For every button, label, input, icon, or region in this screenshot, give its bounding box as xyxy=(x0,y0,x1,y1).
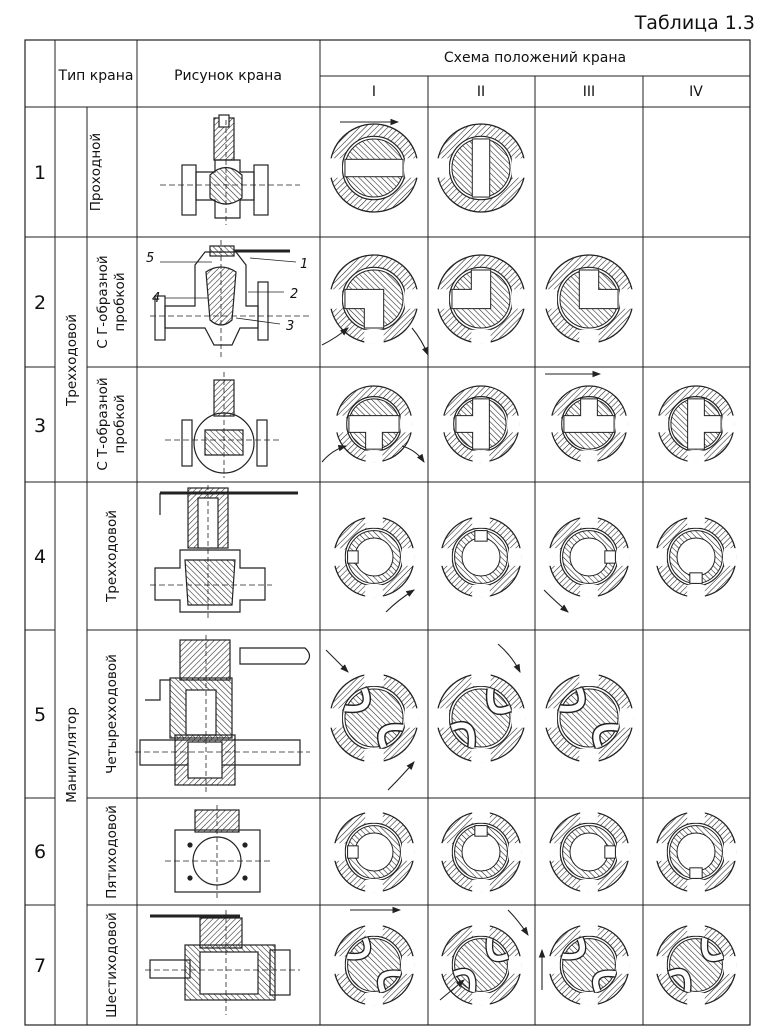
valve-drawing-three-way-manipulator xyxy=(150,485,298,620)
rotation-arrow xyxy=(439,979,465,1001)
type-label-3b: пробкой xyxy=(112,394,128,453)
callout-2: 2 xyxy=(290,287,298,302)
table-caption: Таблица 1.3 xyxy=(634,12,755,34)
valve-drawing-t-plug xyxy=(165,372,280,478)
rotation-arrow xyxy=(497,643,521,673)
type-label-5: Четырехходовой xyxy=(104,654,120,774)
valve-drawing-straight xyxy=(160,114,300,225)
header-type: Тип крана xyxy=(58,68,134,84)
valve-position-scheme xyxy=(439,810,522,893)
drawing-callouts: 5 1 2 4 3 xyxy=(146,251,308,334)
header-scheme: Схема положений крана xyxy=(444,50,626,66)
header-drawing: Рисунок крана xyxy=(174,68,282,84)
valve-position-scheme xyxy=(543,254,634,344)
valve-position-scheme xyxy=(439,923,522,1006)
valve-drawing-six-way-manipulator xyxy=(145,910,300,1015)
table-grid xyxy=(24,39,751,1026)
valve-position-scheme xyxy=(332,923,415,1006)
rotation-arrow xyxy=(325,649,349,673)
type-label-2b: пробкой xyxy=(112,272,128,331)
callout-3: 3 xyxy=(286,319,294,334)
type-label-6: Пятиходовой xyxy=(104,805,120,899)
valve-position-scheme xyxy=(547,810,630,893)
type-label-2a: С Г-образной xyxy=(95,255,111,348)
row-number-5: 5 xyxy=(34,704,46,726)
callout-1: 1 xyxy=(300,257,308,272)
rotation-arrow xyxy=(385,589,415,613)
valve-position-scheme xyxy=(332,515,415,598)
valve-position-scheme xyxy=(543,672,634,763)
type-label-3a: С Т-образной xyxy=(95,377,111,470)
valve-position-scheme xyxy=(656,385,735,463)
valve-position-scheme xyxy=(328,672,419,763)
rotation-arrow xyxy=(507,909,529,936)
group-label-three-way: Трехходовой xyxy=(64,314,80,407)
row-number-4: 4 xyxy=(34,546,46,568)
row-number-6: 6 xyxy=(34,841,46,863)
valve-position-scheme xyxy=(334,385,413,463)
valve-position-scheme xyxy=(435,672,526,763)
valve-position-scheme xyxy=(328,123,419,213)
header-position-1: I xyxy=(372,84,376,100)
valve-position-scheme xyxy=(654,923,737,1006)
valve-position-scheme xyxy=(547,515,630,598)
rotation-arrow xyxy=(321,327,349,346)
row-number-1: 1 xyxy=(34,162,46,184)
row-number-3: 3 xyxy=(34,415,46,437)
valve-position-scheme xyxy=(435,123,526,213)
valve-position-scheme xyxy=(547,923,630,1006)
rotation-arrow xyxy=(387,761,415,791)
valve-position-scheme xyxy=(654,810,737,893)
row-number-7: 7 xyxy=(34,955,46,977)
valve-drawing-l-plug xyxy=(150,240,310,360)
valve-position-scheme xyxy=(332,810,415,893)
valve-position-scheme xyxy=(654,515,737,598)
type-label-7: Шестиходовой xyxy=(104,912,120,1018)
valve-drawing-five-way-manipulator xyxy=(165,805,270,898)
rotation-arrow xyxy=(411,327,429,357)
valve-drawing-four-way-manipulator xyxy=(135,635,311,795)
type-label-1: Проходной xyxy=(88,133,104,211)
row-number-2: 2 xyxy=(34,292,46,314)
header-position-3: III xyxy=(583,84,595,100)
valve-position-scheme xyxy=(441,385,520,463)
callout-4: 4 xyxy=(152,291,160,306)
header-position-4: IV xyxy=(689,84,703,100)
rotation-arrow xyxy=(401,445,425,463)
valve-position-scheme xyxy=(435,254,526,344)
callout-5: 5 xyxy=(146,251,154,266)
group-label-manipulator: Манипулятор xyxy=(64,707,80,803)
position-schemes xyxy=(321,118,737,1006)
rotation-arrow xyxy=(321,444,348,463)
valve-position-scheme xyxy=(328,254,419,344)
header-position-2: II xyxy=(477,84,485,100)
rotation-arrow xyxy=(543,589,569,613)
valve-position-scheme xyxy=(439,515,522,598)
valve-position-scheme xyxy=(549,385,628,463)
type-label-4: Трехходовой xyxy=(104,510,120,603)
